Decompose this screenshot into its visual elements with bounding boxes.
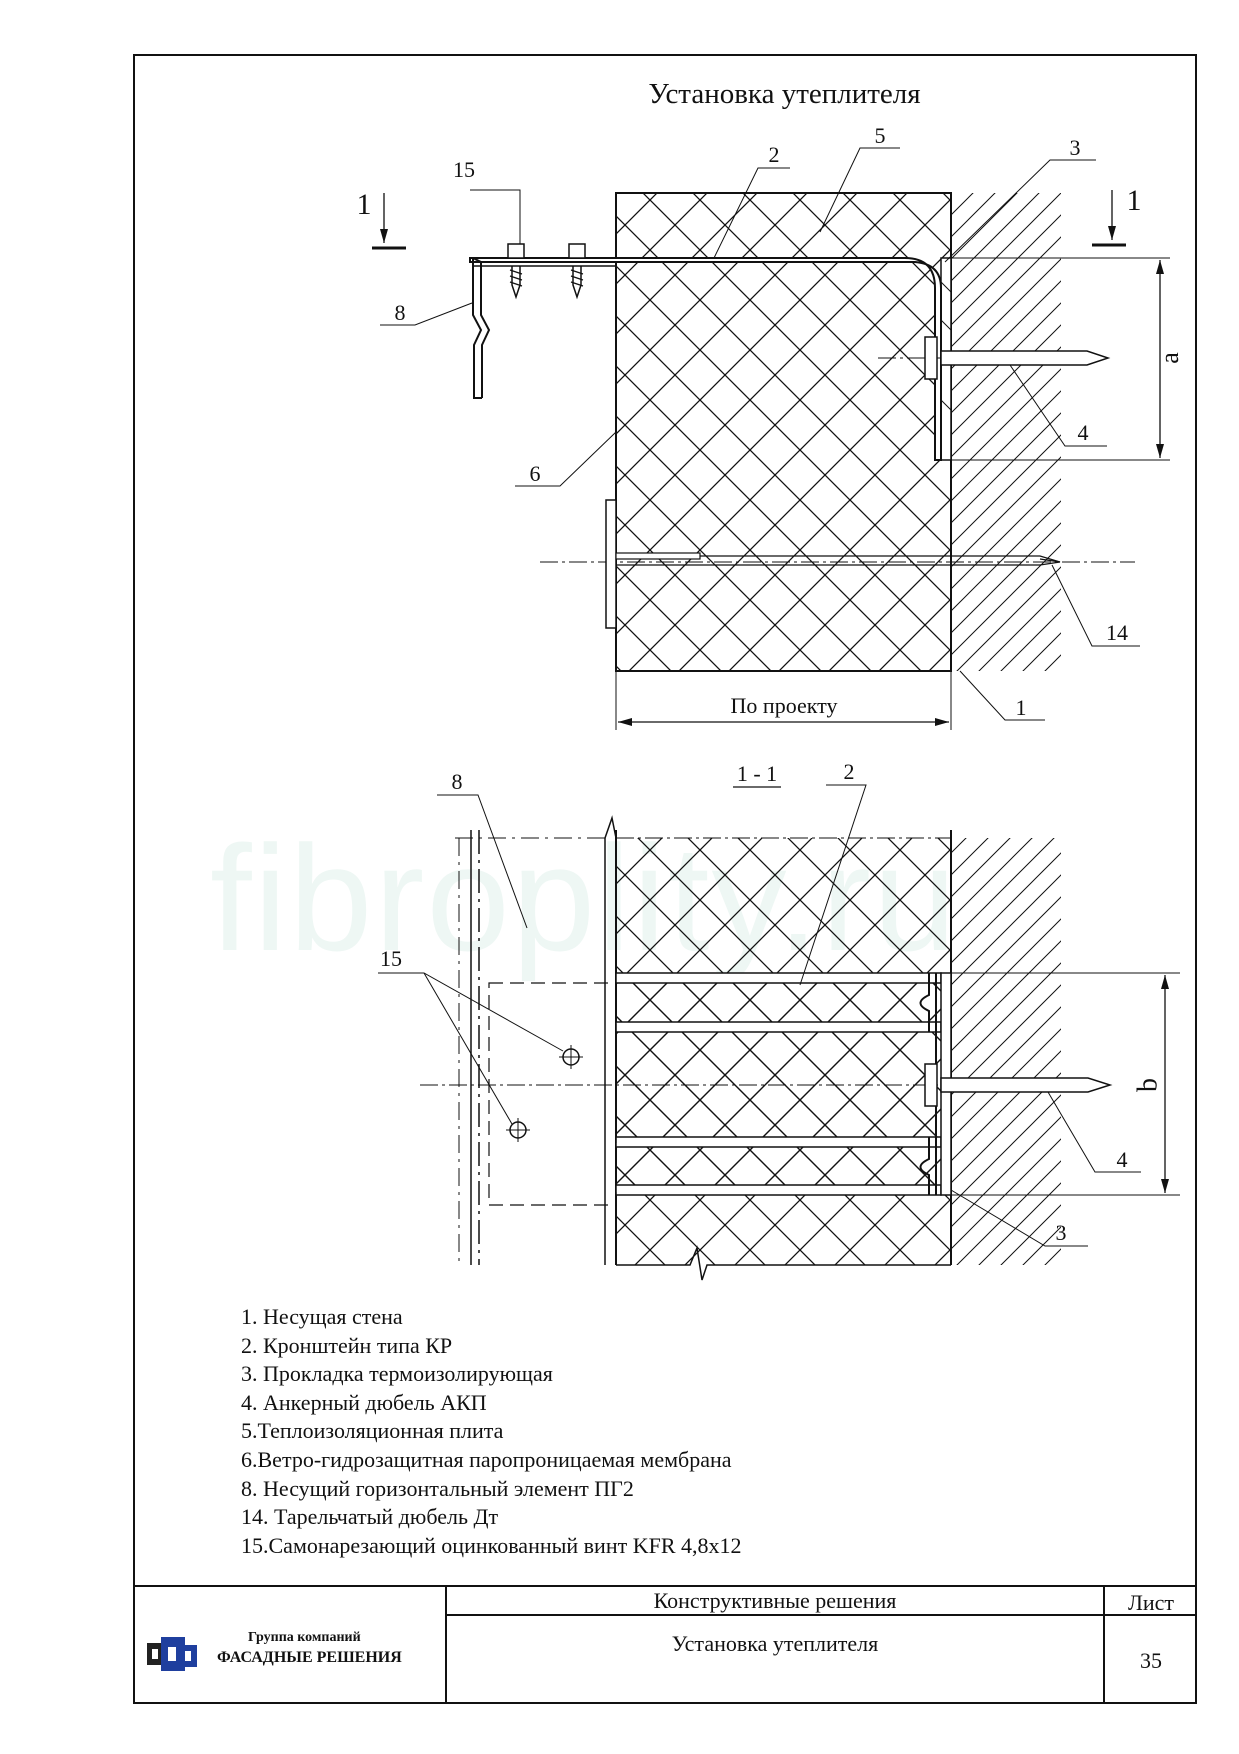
dim-b-label: b — [1132, 1078, 1163, 1092]
callouts-section: 8 2 15 4 3 — [378, 759, 1141, 1247]
section-view: 1 - 1 — [378, 759, 1180, 1281]
svg-text:8: 8 — [395, 300, 406, 325]
svg-text:3: 3 — [1070, 135, 1081, 160]
svg-text:5: 5 — [875, 123, 886, 148]
svg-text:1: 1 — [1127, 184, 1142, 217]
svg-text:2: 2 — [769, 142, 780, 167]
tb-section-name: Конструктивные решения — [447, 1587, 1103, 1616]
drawing-frame — [133, 54, 1197, 1704]
legend-item: 2. Кронштейн типа КР — [241, 1332, 453, 1358]
dim-thickness-label: По проекту — [731, 693, 838, 718]
screw-1 — [507, 243, 525, 300]
bracket-kp-section — [615, 972, 942, 1196]
dimension-b: b — [941, 972, 1180, 1196]
anchor-akp-section — [420, 1063, 1113, 1107]
screw-hole-2 — [506, 1118, 530, 1142]
legend-item: 3. Прокладка термоизолирующая — [241, 1361, 553, 1387]
tb-sheet-title: Установка утеплителя — [671, 1631, 879, 1656]
svg-text:8: 8 — [452, 769, 463, 794]
legend-item: 14. Тарельчатый дюбель Дт — [241, 1504, 499, 1530]
legend-item: 6.Ветро-гидрозащитная паропроницаемая ме… — [241, 1446, 732, 1472]
legend-item: 4. Анкерный дюбель АКП — [241, 1389, 487, 1415]
profile-pg2-top — [472, 257, 491, 399]
dowel-dt-top — [540, 499, 1135, 629]
bearing-wall-section — [951, 838, 1061, 1265]
bearing-wall-top — [951, 193, 1061, 671]
callouts-top: 15 2 5 3 4 8 6 14 1 — [380, 123, 1140, 721]
dimension-thickness: По проекту — [615, 671, 952, 730]
svg-text:15: 15 — [453, 157, 475, 182]
svg-text:2: 2 — [844, 759, 855, 784]
screw-2 — [568, 243, 586, 300]
svg-text:3: 3 — [1056, 1220, 1067, 1245]
tb-sheet-label: Лист — [1103, 1587, 1197, 1616]
section-mark-left: 1 — [357, 188, 406, 250]
svg-text:1: 1 — [357, 188, 372, 221]
dim-a-label: a — [1155, 352, 1184, 364]
section-title: 1 - 1 — [737, 761, 777, 786]
insulation-slab-top — [615, 192, 952, 672]
svg-text:6: 6 — [530, 461, 541, 486]
anchor-akp-top — [878, 336, 1111, 380]
section-mark-right: 1 — [1092, 184, 1142, 247]
page-title: Установка утеплителя — [648, 78, 921, 110]
svg-text:1: 1 — [1016, 695, 1027, 720]
top-view: a По проекту 1 1 15 2 5 3 — [357, 123, 1184, 730]
legend-item: 5.Теплоизоляционная плита — [241, 1418, 504, 1444]
legend-item: 1. Несущая стена — [241, 1304, 403, 1329]
svg-text:4: 4 — [1117, 1147, 1128, 1172]
tb-sheet-number: 35 — [1103, 1616, 1197, 1704]
dimension-a: a — [941, 257, 1184, 461]
svg-text:14: 14 — [1106, 620, 1128, 645]
legend-item: 8. Несущий горизонтальный элемент ПГ2 — [241, 1475, 634, 1501]
company-logo-icon — [147, 1637, 197, 1671]
company-name-line2: ФАСАДНЫЕ РЕШЕНИЯ — [217, 1649, 402, 1666]
company-logo-cell: Группа компаний ФАСАДНЫЕ РЕШЕНИЯ — [133, 1587, 447, 1704]
title-block: Группа компаний ФАСАДНЫЕ РЕШЕНИЯ Констру… — [133, 1585, 1197, 1704]
svg-text:15: 15 — [380, 946, 402, 971]
screw-hole-1 — [559, 1045, 583, 1069]
profile-pg2-section — [455, 830, 617, 1265]
legend-list: 1. Несущая стена 2. Кронштейн типа КР 3.… — [241, 1303, 742, 1560]
company-name-line1: Группа компаний — [248, 1630, 361, 1645]
legend-item: 15.Самонарезающий оцинкованный винт KFR … — [241, 1532, 742, 1558]
svg-text:4: 4 — [1078, 420, 1089, 445]
